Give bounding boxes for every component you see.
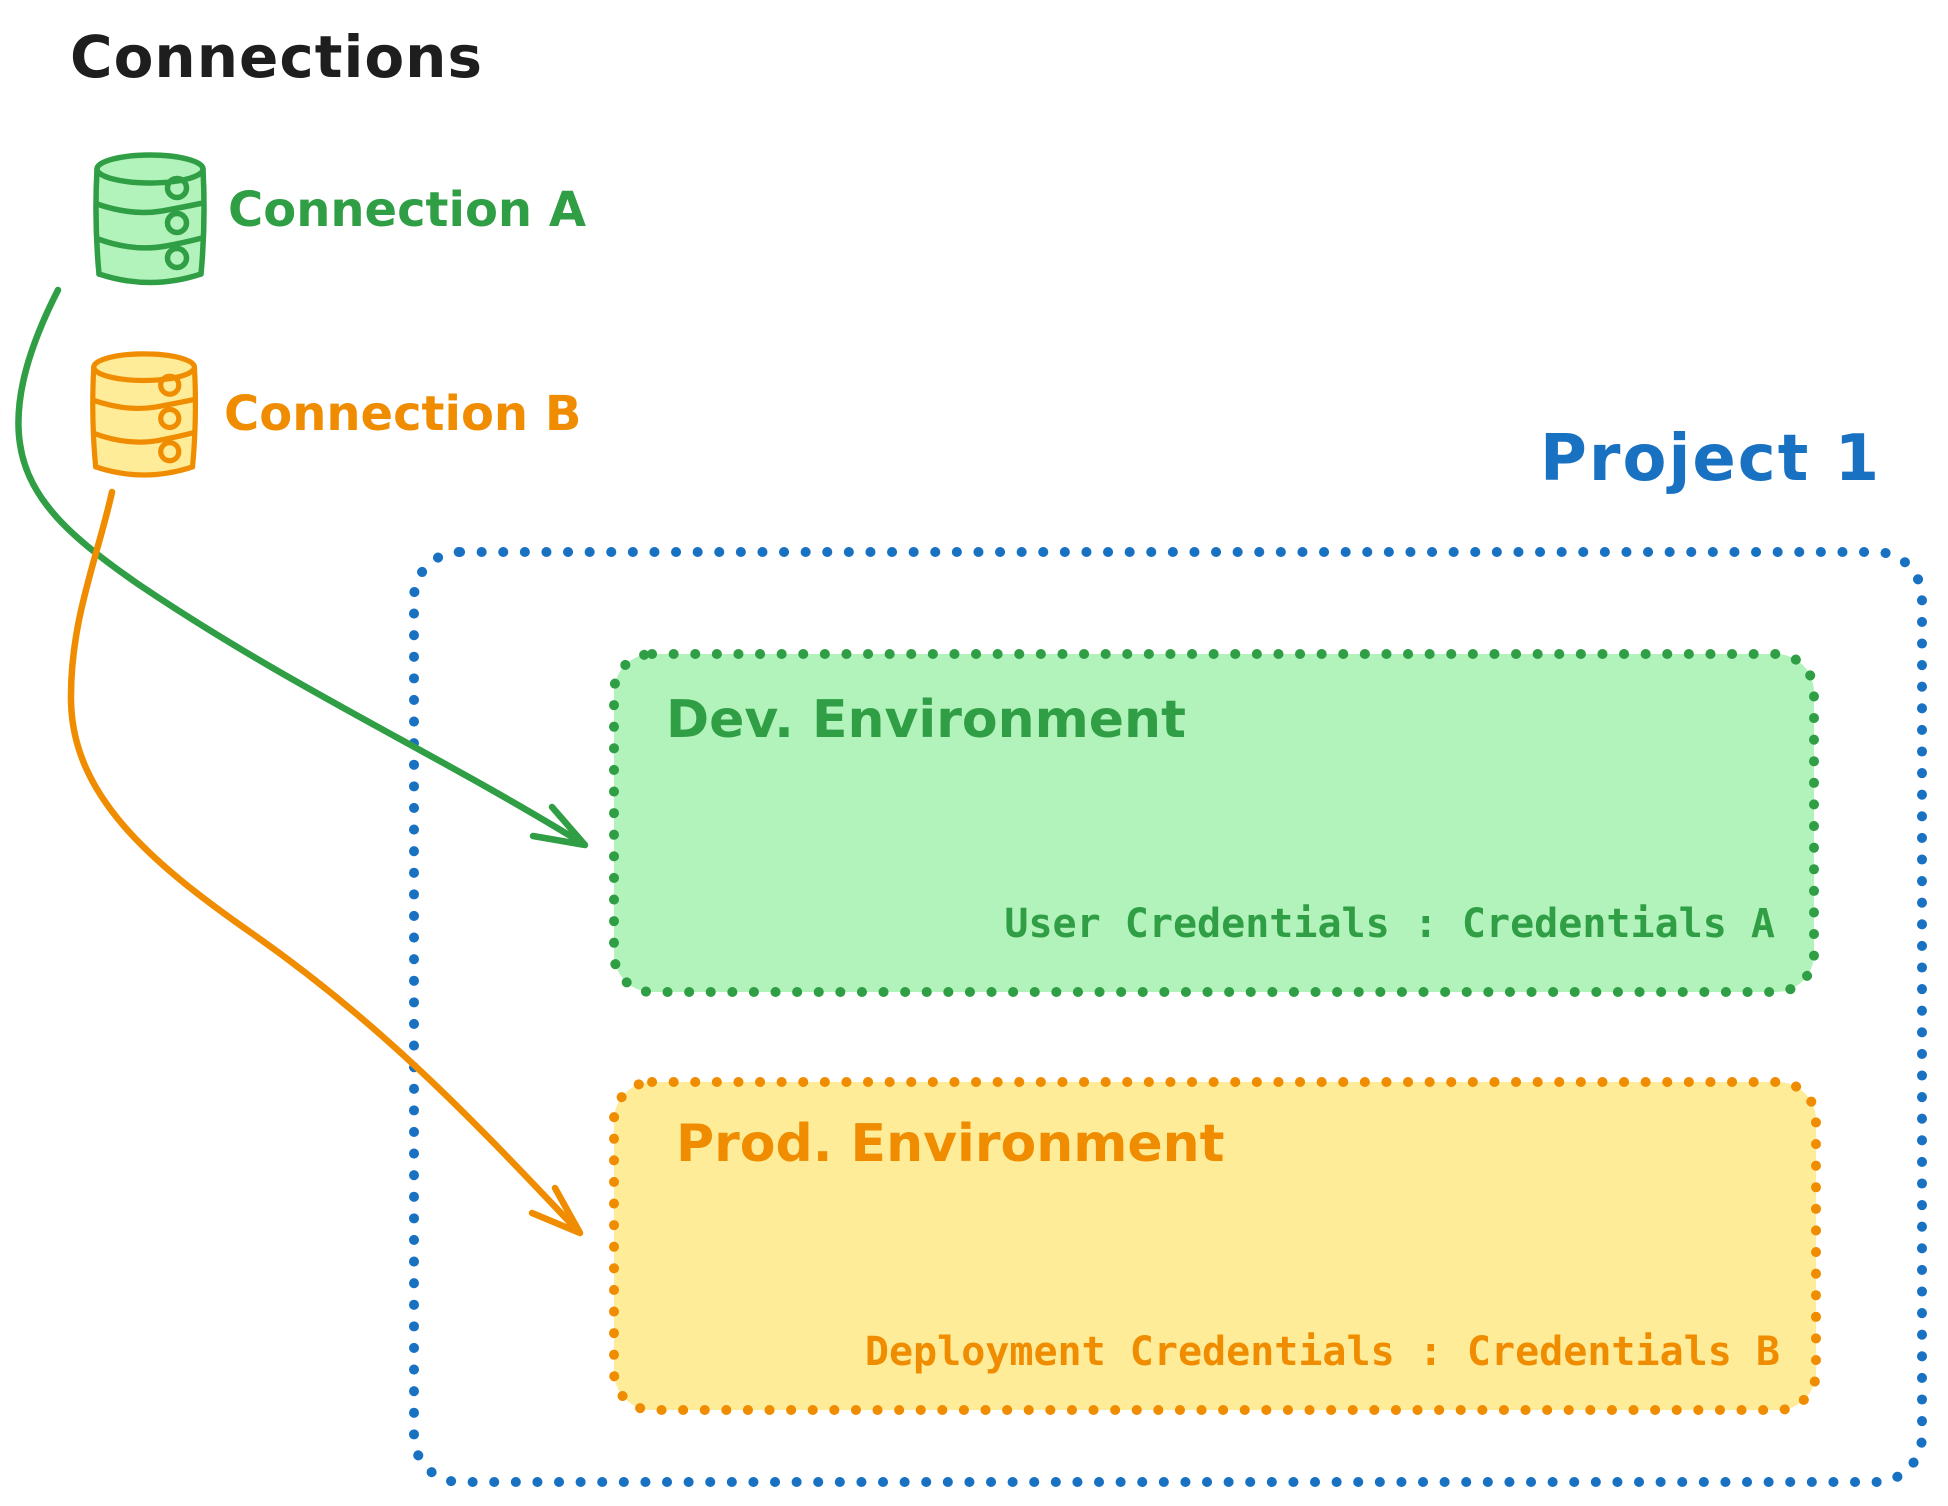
prod-credentials-text: Deployment Credentials : Credentials B [864,1329,1780,1375]
connections-title: Connections [70,23,483,91]
dev-credentials-text: User Credentials : Credentials A [1004,901,1775,947]
project-box [409,547,1927,1487]
database-icon-connection-a [93,152,207,286]
database-icon-connection-b [90,351,199,478]
project-title: Project 1 [1540,422,1882,496]
arrow-connection-a-to-dev [15,286,589,849]
dev-environment-box [609,649,1819,997]
arrow-connection-b-to-prod [67,488,584,1237]
prod-environment-box [609,1077,1821,1415]
dev-environment-name: Dev. Environment [666,690,1186,750]
arrow-head [528,1184,584,1237]
arrow-head [529,803,589,849]
connection-b-label: Connection B [224,386,582,442]
connection-a-label: Connection A [228,182,586,238]
arrow-line [67,488,582,1235]
prod-environment-name: Prod. Environment [676,1114,1225,1174]
arrow-line [15,286,586,847]
